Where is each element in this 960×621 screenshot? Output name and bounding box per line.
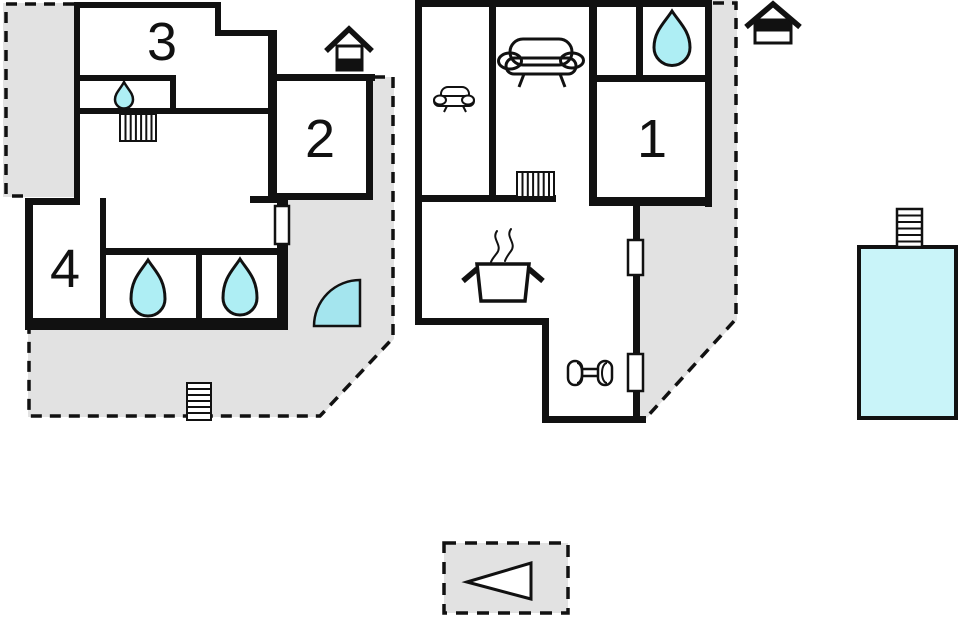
wall-segment <box>250 196 277 203</box>
water-drop-icon <box>113 79 135 110</box>
wall-segment <box>268 74 375 81</box>
wall-segment <box>636 7 643 77</box>
wall-segment <box>489 7 496 198</box>
terrace-steps-icon <box>186 382 212 421</box>
wall-segment <box>25 198 33 330</box>
stairs-icon <box>119 113 157 142</box>
wall-segment <box>633 200 640 423</box>
door-icon <box>273 204 291 246</box>
right-unit-walls <box>415 0 712 423</box>
water-drop-icon <box>129 257 167 318</box>
door-swing-arc-icon <box>312 278 362 328</box>
wall-segment <box>415 0 422 325</box>
water-drop-icon <box>652 8 692 67</box>
left-terrace-area <box>28 77 394 417</box>
wall-segment <box>415 0 712 7</box>
pool <box>857 245 958 420</box>
wall-segment <box>100 198 106 326</box>
steam-icon <box>490 228 514 263</box>
wall-segment <box>196 248 202 325</box>
water-drop-icon <box>221 256 259 317</box>
left-terrace-dashed-border <box>27 75 395 418</box>
wall-segment <box>589 75 712 82</box>
wall-segment <box>542 325 549 423</box>
wall-segment <box>277 193 371 200</box>
wall-segment <box>170 75 176 114</box>
wall-segment <box>25 198 77 205</box>
room-1-label: 1 <box>636 109 668 169</box>
sofa-icon <box>497 37 585 88</box>
door-icon <box>626 352 645 393</box>
wall-segment <box>415 195 556 202</box>
wall-segment <box>542 416 646 423</box>
wall-segment <box>215 30 275 36</box>
wall-segment <box>277 193 288 330</box>
entrance-icon <box>744 0 802 45</box>
entrance-icon <box>324 25 374 72</box>
left-unit-walls <box>25 2 375 330</box>
wall-segment <box>215 2 221 36</box>
wall-segment <box>597 197 712 206</box>
room-3-label: 3 <box>146 12 178 72</box>
wall-segment <box>366 74 373 200</box>
door-icon <box>626 238 645 277</box>
wall-segment <box>415 318 549 325</box>
wall-segment <box>74 108 268 114</box>
wall-segment <box>705 0 712 207</box>
left-balcony-dashed-border <box>4 2 74 198</box>
north-arrow-icon <box>442 541 570 615</box>
wall-segment <box>25 318 288 330</box>
pool-ladder-icon <box>895 207 924 249</box>
left-balcony-area <box>3 3 74 197</box>
wall-segment <box>74 2 221 8</box>
stairs-icon <box>516 171 555 198</box>
dumbbell-icon <box>566 359 614 387</box>
wall-segment <box>74 2 80 205</box>
room-4-label: 4 <box>49 239 81 299</box>
sofa-icon <box>433 86 475 113</box>
wall-segment <box>589 0 597 206</box>
wall-segment <box>77 75 174 81</box>
cooking-pot-icon <box>461 262 545 303</box>
wall-segment <box>103 248 284 255</box>
right-terrace-dashed-border <box>643 1 738 421</box>
room-2-label: 2 <box>304 109 336 169</box>
wall-segment <box>268 30 277 200</box>
right-terrace-area <box>640 0 737 420</box>
